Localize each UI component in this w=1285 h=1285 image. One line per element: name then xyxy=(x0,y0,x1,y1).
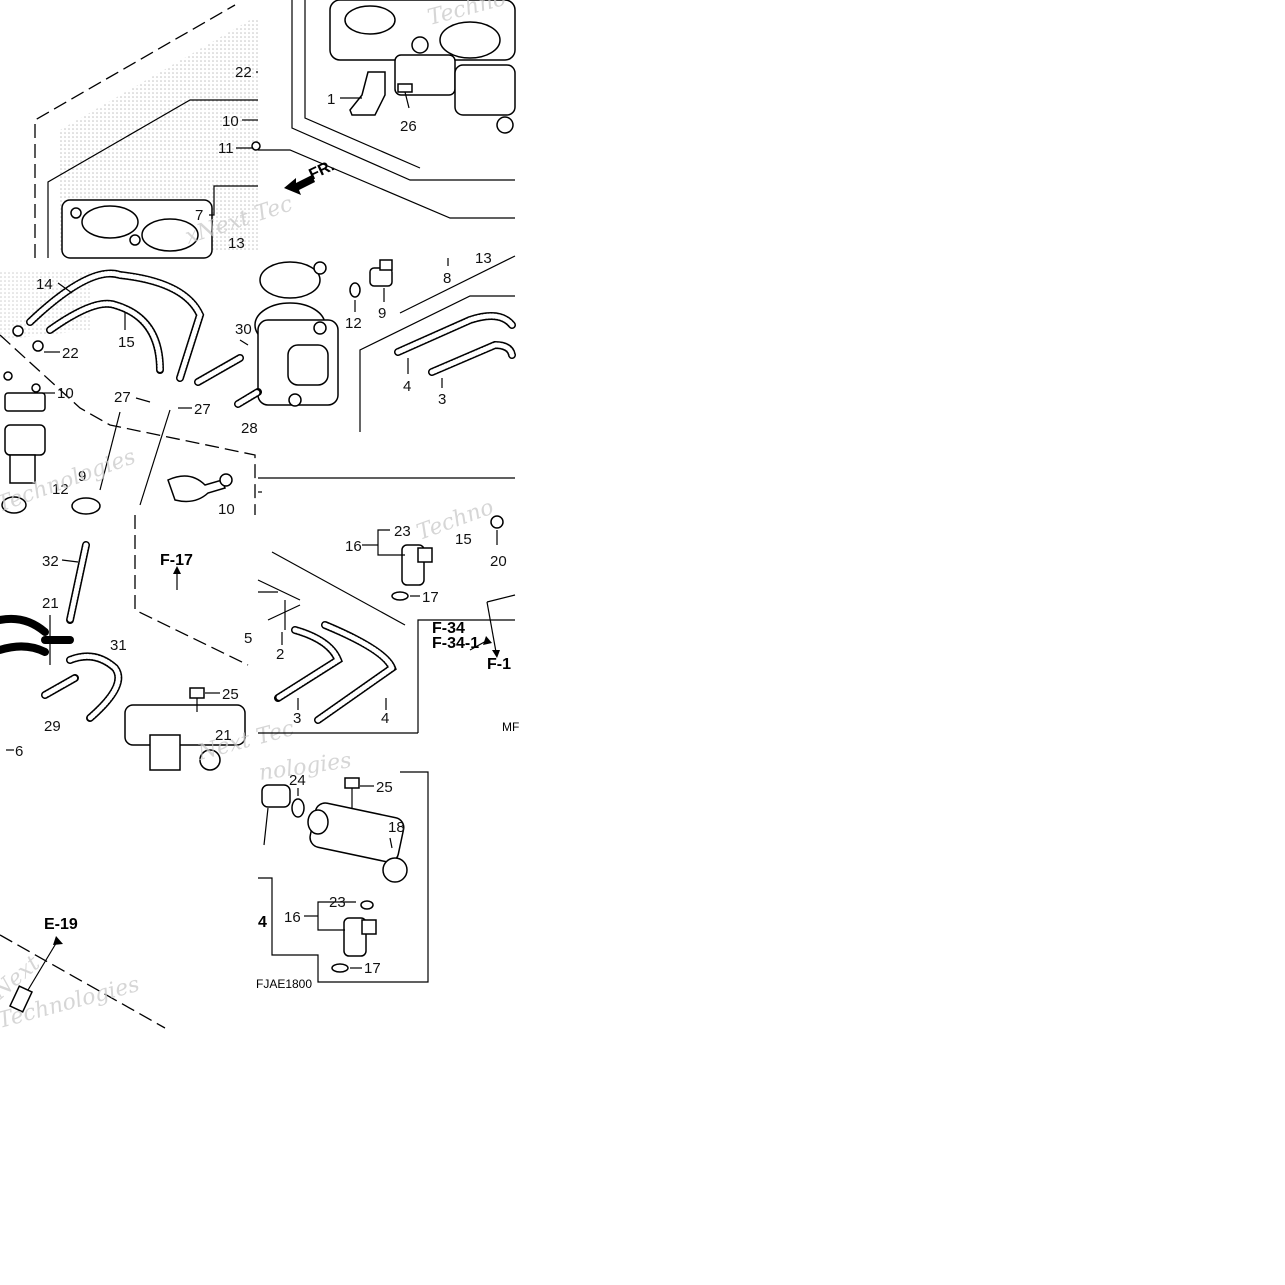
callout-13-fragment: 13 xyxy=(475,250,492,267)
callout-16: 16 xyxy=(284,909,301,926)
callout-4: 4 xyxy=(381,710,389,727)
ref-F-34: F-34 xyxy=(432,620,465,637)
seal-17 xyxy=(331,963,349,973)
valve-9 xyxy=(369,259,393,287)
callout-12: 12 xyxy=(52,481,69,498)
boundary-dashed-line xyxy=(0,934,166,1029)
callout-17: 17 xyxy=(364,960,381,977)
callout-16: 16 xyxy=(345,538,362,555)
bolt-25 xyxy=(344,777,360,808)
front-arrow-label: FR. xyxy=(307,157,338,183)
tile-top-middle: 1 26 FR. Techno xyxy=(258,0,516,219)
callout-28: 28 xyxy=(241,420,258,437)
ref-4-fragment: 4 xyxy=(258,914,267,931)
callout-25: 25 xyxy=(222,686,239,703)
callout-10c: 10 xyxy=(218,501,235,518)
boundary-dashed-line xyxy=(34,4,236,258)
boundary-dashed-line xyxy=(134,515,249,666)
throttle-body-left xyxy=(61,199,213,259)
callout-9: 9 xyxy=(78,468,86,485)
clip-22 xyxy=(12,325,24,337)
callout-17: 17 xyxy=(422,589,439,606)
ref-F-17: F-17 xyxy=(160,552,193,569)
callout-21b: 21 xyxy=(215,727,232,744)
callout-11: 11 xyxy=(218,140,234,157)
t-joint-2 xyxy=(267,600,301,630)
tile-center-lower: 16 23 17 15 20 F-34 F-34-1 F-1 MF 2 3 xyxy=(257,495,519,734)
callout-32: 32 xyxy=(42,553,59,570)
callout-23: 23 xyxy=(329,894,346,911)
callout-29: 29 xyxy=(44,718,61,735)
callout-22: 22 xyxy=(235,64,252,81)
callout-10: 10 xyxy=(222,113,239,130)
front-direction-arrow: FR. xyxy=(284,157,337,195)
callout-6: 6 xyxy=(15,743,23,760)
callout-14: 14 xyxy=(36,276,53,293)
ref-F-34-1: F-34-1 xyxy=(432,635,479,652)
stipple-area xyxy=(60,20,258,250)
throttle-body-assembly-top xyxy=(329,0,516,134)
callout-26: 26 xyxy=(400,118,417,135)
boundary-line xyxy=(47,99,258,258)
boundary-line xyxy=(291,0,515,181)
callout-24: 24 xyxy=(289,772,306,789)
ref-F-1: F-1 xyxy=(487,656,511,673)
callout-12: 12 xyxy=(345,315,362,332)
callout-8: 8 xyxy=(443,270,451,287)
bracket xyxy=(167,475,226,503)
callout-7: 7 xyxy=(195,207,203,224)
sensor-assembly xyxy=(3,371,46,484)
tile-bottom-center: 4 24 25 18 16 23 17 xyxy=(256,748,429,991)
page-code-partial: MF xyxy=(502,720,519,734)
callout-27b: 27 xyxy=(194,401,211,418)
callout-3: 3 xyxy=(293,710,301,727)
tile-middle-left: 14 15 22 30 10 27 27 10 9 12 Techno xyxy=(0,269,256,518)
callout-20: 20 xyxy=(490,553,507,570)
callout-13: 13 xyxy=(228,235,245,252)
clip-11 xyxy=(251,141,261,151)
tile-center: 12 9 8 4 3 28 13 xyxy=(234,250,516,493)
tile-bottom-left: E-19 Next Technologies xyxy=(0,916,166,1034)
fuel-rail-upper xyxy=(124,704,246,771)
boundary-dashed-line xyxy=(0,334,256,515)
ref-E-19: E-19 xyxy=(44,916,78,933)
callout-4: 4 xyxy=(403,378,411,395)
injector-connector xyxy=(261,784,305,846)
connector xyxy=(9,985,33,1013)
bracket-1 xyxy=(349,71,386,116)
diagram-code: FJAE1800 xyxy=(256,977,312,991)
tile-top-left: 22 10 11 7 13 xNext Tec xyxy=(34,4,296,259)
boundary-line-lower xyxy=(258,149,515,219)
callout-30: 30 xyxy=(235,321,252,338)
callout-23: 23 xyxy=(394,523,411,540)
callout-18: 18 xyxy=(388,819,405,836)
fuel-rail-18 xyxy=(307,802,408,883)
callout-5: 5 xyxy=(244,630,252,647)
callout-27: 27 xyxy=(114,389,131,406)
callout-2: 2 xyxy=(276,646,284,663)
t-joint-21 xyxy=(0,614,74,665)
bolt-25 xyxy=(189,687,205,712)
tile-lower-left: 32 F-17 21 31 29 6 5 25 21 Next xyxy=(0,515,297,771)
callout-31: 31 xyxy=(110,637,127,654)
callout-15: 15 xyxy=(455,531,472,548)
callout-22: 22 xyxy=(62,345,79,362)
throttle-body-single xyxy=(254,261,339,407)
callout-15: 15 xyxy=(118,334,135,351)
callout-1: 1 xyxy=(327,91,335,108)
injector-16 xyxy=(343,900,377,957)
callout-25: 25 xyxy=(376,779,393,796)
callout-3: 3 xyxy=(438,391,446,408)
callout-21: 21 xyxy=(42,595,59,612)
callout-9: 9 xyxy=(378,305,386,322)
injector-upper xyxy=(391,544,433,601)
callout-10: 10 xyxy=(57,385,74,402)
screw-26 xyxy=(397,83,413,109)
